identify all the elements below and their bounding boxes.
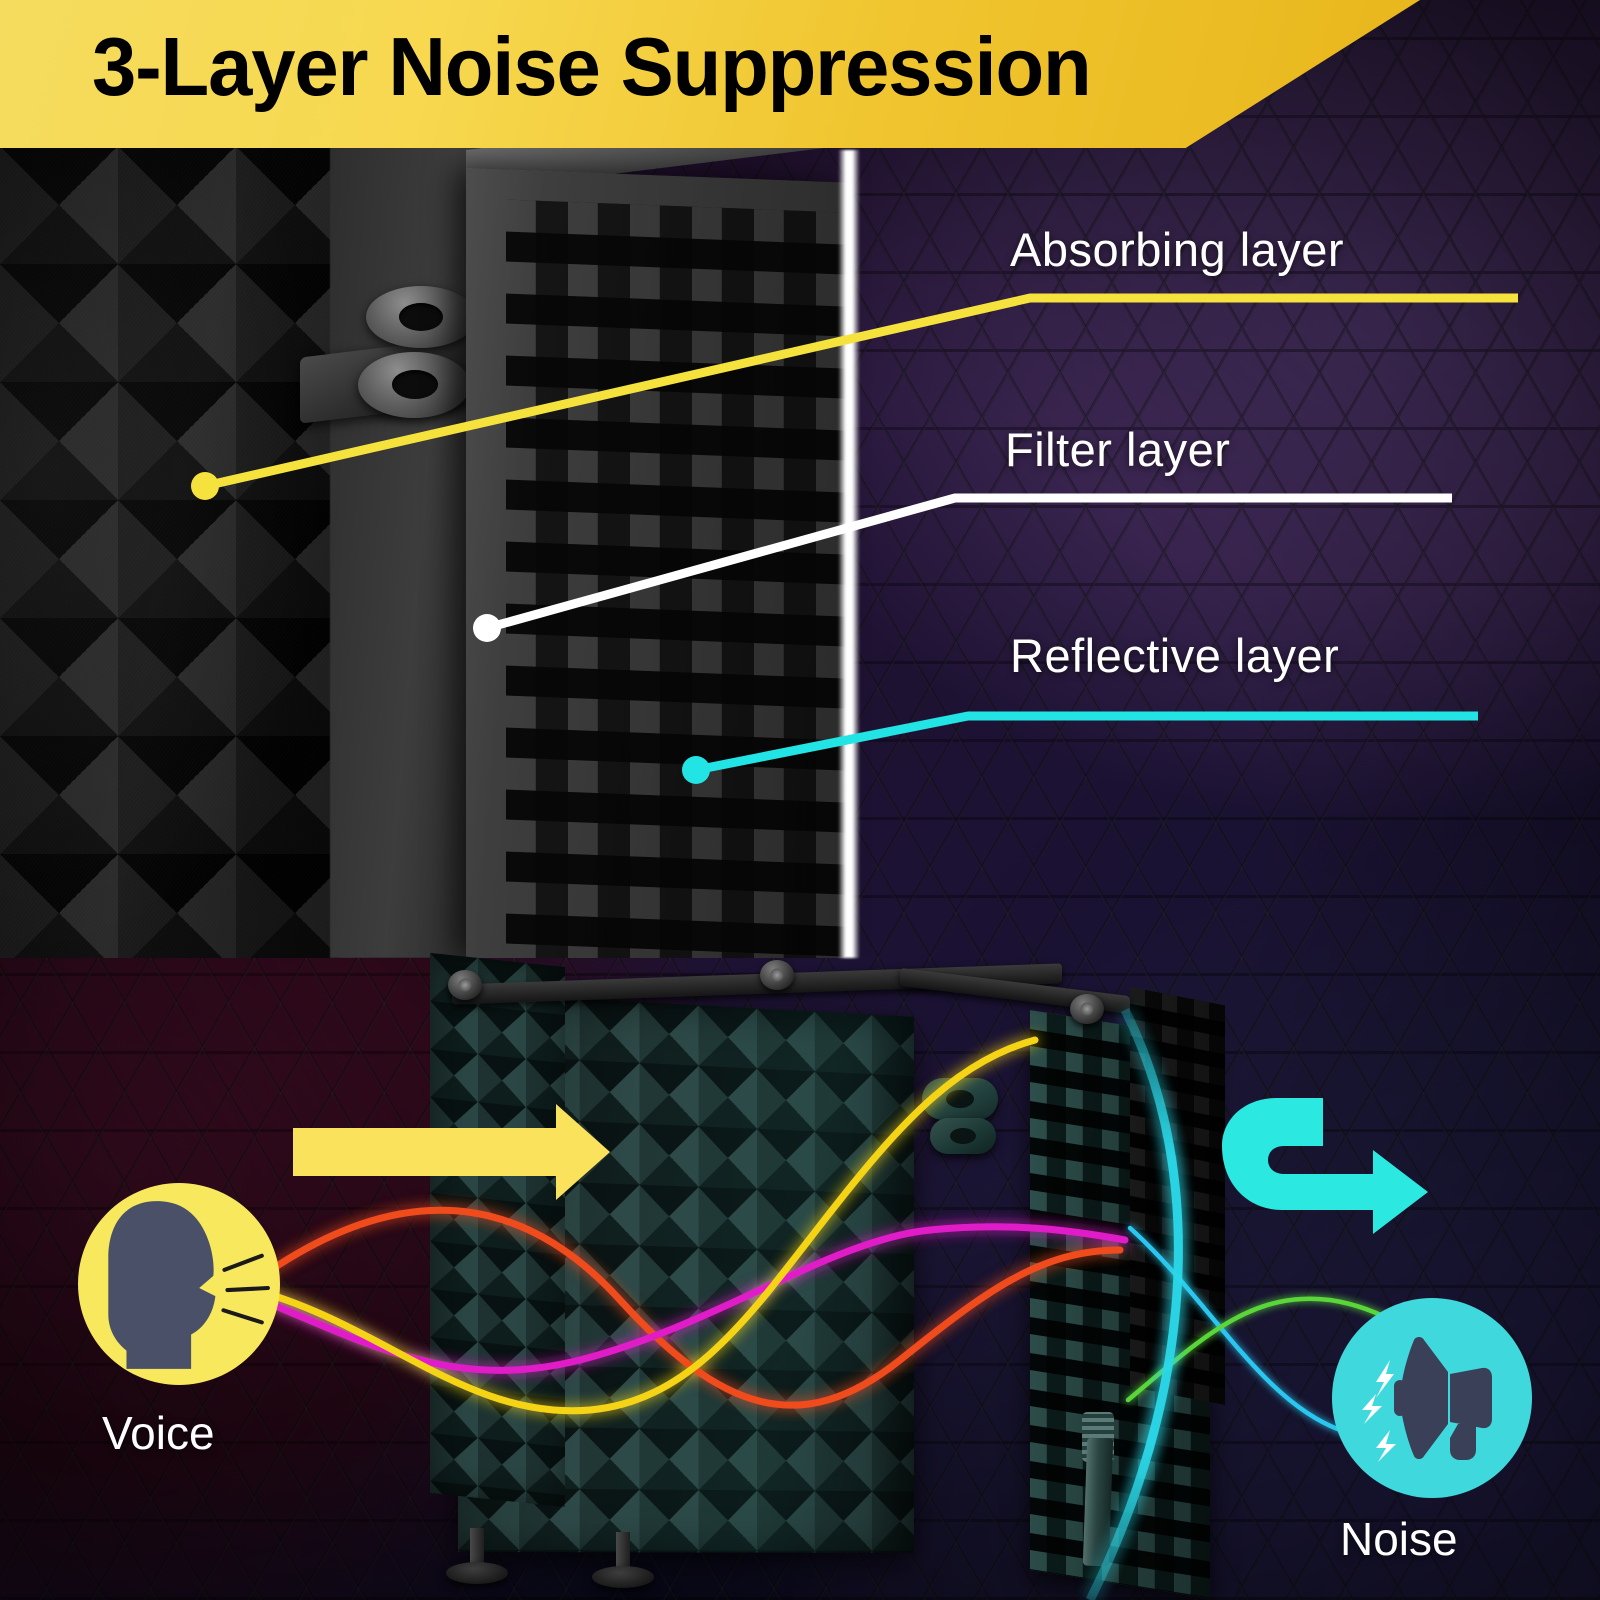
perforated-metal-panel bbox=[466, 168, 852, 958]
hinge-hole-lower bbox=[392, 370, 438, 399]
top-product-photo bbox=[0, 146, 872, 958]
label-absorbing-layer: Absorbing layer bbox=[1010, 223, 1345, 276]
voice-caption: Voice bbox=[102, 1407, 215, 1459]
speaking-head-icon bbox=[108, 1201, 270, 1369]
hinge-hole-upper bbox=[399, 303, 443, 331]
mic-mount-rod bbox=[1082, 1437, 1114, 1567]
shield-foot-stem-left bbox=[470, 1528, 484, 1572]
rear-panel-perforations bbox=[1130, 986, 1225, 1406]
shield-foot-left bbox=[446, 1562, 508, 1584]
shield-hinge-upper bbox=[922, 1078, 998, 1120]
shield-screw-left bbox=[448, 970, 482, 1000]
label-reflective-layer: Reflective layer bbox=[1010, 629, 1340, 682]
shield-rear-dark-panel bbox=[1130, 986, 1225, 1406]
edge-glow-strip bbox=[838, 150, 860, 958]
noise-badge bbox=[1332, 1298, 1532, 1498]
voice-badge bbox=[78, 1183, 280, 1385]
shield-screw-right bbox=[1070, 994, 1104, 1024]
shield-hinge-hole-upper bbox=[946, 1090, 974, 1108]
hinge-knuckle-upper bbox=[366, 286, 476, 348]
shield-hinge-lower bbox=[930, 1118, 996, 1154]
shield-center-foam-panel bbox=[430, 952, 565, 1508]
label-filter-layer: Filter layer bbox=[1005, 423, 1231, 476]
noise-caption: Noise bbox=[1340, 1513, 1458, 1565]
page-title: 3-Layer Noise Suppression bbox=[92, 20, 1092, 113]
panel-perforations bbox=[506, 199, 852, 958]
shield-screw-center bbox=[760, 960, 794, 990]
hinge-knuckle-lower bbox=[358, 352, 470, 418]
megaphone-icon bbox=[1362, 1337, 1492, 1462]
shield-hinge-hole-lower bbox=[950, 1128, 976, 1144]
header-banner bbox=[0, 0, 1420, 148]
shield-foot-center bbox=[592, 1566, 654, 1588]
shield-foot-stem-center bbox=[616, 1532, 630, 1576]
isolation-shield-product bbox=[430, 952, 1225, 1600]
